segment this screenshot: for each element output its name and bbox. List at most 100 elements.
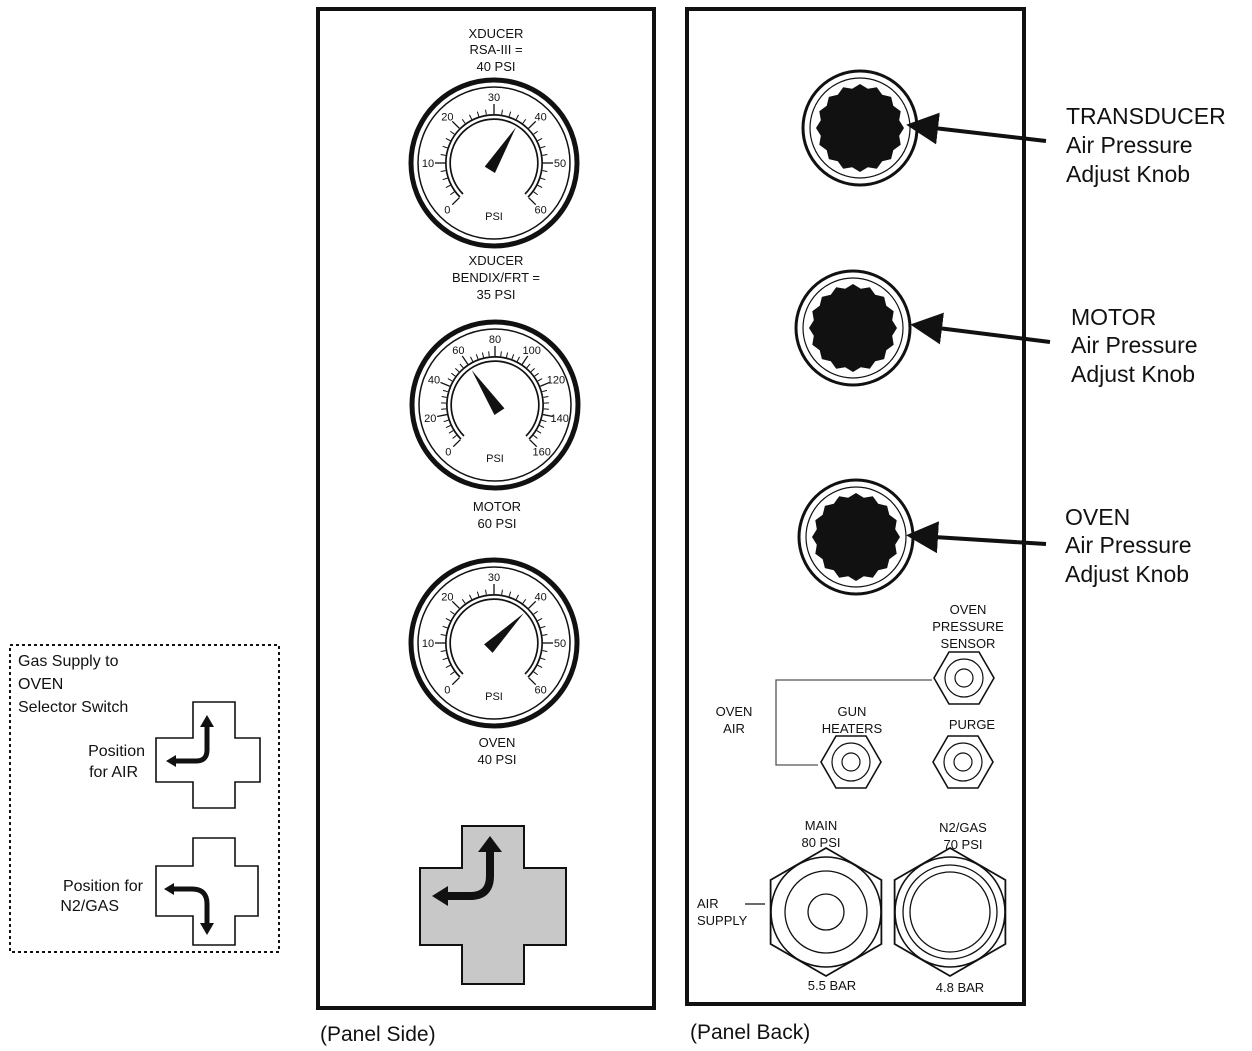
gun-heaters-label-1: GUN xyxy=(838,704,867,719)
gauge-minor-tick xyxy=(516,356,520,362)
air-supply-label-1: AIR xyxy=(697,896,719,911)
gauge-minor-tick xyxy=(443,419,449,423)
gauge-minor-tick xyxy=(440,154,446,156)
oven-knob-line2: Adjust Knob xyxy=(1065,561,1189,587)
purge-fitting xyxy=(932,735,994,789)
gauge-major-tick xyxy=(440,381,450,387)
gauge-tick-label: 160 xyxy=(532,447,550,459)
gauge-minor-tick xyxy=(485,109,487,115)
gauge-major-tick xyxy=(451,120,460,129)
fitting-bore xyxy=(953,752,973,772)
gauge-minor-tick xyxy=(447,378,453,382)
n2-position-label-1: Position for xyxy=(63,878,144,895)
gauge-scale-arc-inner xyxy=(447,357,543,439)
supply-fitting-hex xyxy=(893,846,1007,978)
motor-adjust-knob[interactable] xyxy=(794,269,912,387)
fitting-ring xyxy=(944,658,984,698)
gauge-major-tick xyxy=(528,600,537,609)
gauge1-label-line2: RSA-III = xyxy=(469,42,522,57)
oven-adjust-knob[interactable] xyxy=(797,478,915,596)
knob-grip xyxy=(816,84,904,172)
legend-title-line2: OVEN xyxy=(18,676,63,693)
fitting-bore xyxy=(841,752,861,772)
gauge-minor-tick xyxy=(440,634,446,636)
gauge2-label-below-line2: 60 PSI xyxy=(477,516,516,531)
gauge-major-tick xyxy=(529,439,538,448)
panel-side-caption: (Panel Side) xyxy=(320,1023,436,1046)
gauge2-label-above-line1: XDUCER xyxy=(469,253,524,268)
gauge-minor-tick xyxy=(508,111,512,117)
gauge-minor-tick xyxy=(440,650,446,652)
gauge-minor-tick xyxy=(445,618,451,622)
oven-pressure-sensor-label-1: OVEN xyxy=(950,602,987,617)
main-bar-label: 5.5 BAR xyxy=(808,978,856,993)
gauge-minor-tick xyxy=(540,657,546,661)
n2gas-supply-label-2: 70 PSI xyxy=(943,837,982,852)
gauge-minor-tick xyxy=(537,378,543,382)
gauge-minor-tick xyxy=(469,594,473,600)
oven-knob-name: OVEN xyxy=(1065,504,1130,530)
gauge-minor-tick xyxy=(451,372,456,377)
gauge-minor-tick xyxy=(540,145,546,149)
gauge-minor-tick xyxy=(442,657,448,661)
gauge-major-tick xyxy=(521,355,529,365)
gauge-tick-label: 20 xyxy=(441,111,453,123)
transducer-knob-name: TRANSDUCER xyxy=(1066,103,1226,129)
supply-fitting-bore xyxy=(807,893,845,931)
gauge-minor-tick xyxy=(533,191,538,196)
gauge-minor-tick xyxy=(543,396,549,398)
gauge-minor-tick xyxy=(536,430,542,434)
legend-title-line3: Selector Switch xyxy=(18,699,128,716)
gauge-major-tick xyxy=(451,600,460,609)
gauge-minor-tick xyxy=(533,671,538,676)
gauge-minor-tick xyxy=(450,610,455,615)
gauge-minor-tick xyxy=(475,354,479,360)
switch-arrow-icon xyxy=(444,850,494,900)
gauge-tick-label: 140 xyxy=(551,413,569,425)
oven-gas-selector-switch[interactable] xyxy=(419,825,567,985)
gauge-minor-tick xyxy=(461,599,466,604)
gauge-tick-label: 20 xyxy=(424,413,436,425)
air-position-switch-icon xyxy=(155,701,261,809)
transducer-callout-arrow xyxy=(906,112,1047,145)
gauge-major-tick xyxy=(451,677,460,686)
motor-knob-name: MOTOR xyxy=(1071,304,1156,330)
gauge-major-tick xyxy=(452,439,461,448)
gauge-tick-label: 10 xyxy=(422,158,434,170)
n2gas-bar-label: 4.8 BAR xyxy=(936,980,984,995)
gun-heaters-fitting xyxy=(820,735,882,789)
supply-fitting-inner-ring xyxy=(784,870,868,954)
main-air-supply-fitting xyxy=(769,846,883,978)
gauge-tick-label: 60 xyxy=(535,685,547,697)
panel-side-frame xyxy=(316,7,656,1010)
gauge-minor-tick xyxy=(445,184,451,188)
panel-back-frame xyxy=(685,7,1026,1006)
gauge-minor-tick xyxy=(450,671,455,676)
gauge-tick-label: 0 xyxy=(445,447,451,459)
fitting-hex xyxy=(820,735,882,789)
gauge-minor-tick xyxy=(485,589,487,595)
gauge1-label-line1: XDUCER xyxy=(469,26,524,41)
gauge-minor-tick xyxy=(540,625,546,629)
gauge-minor-tick xyxy=(450,191,455,196)
gauge-minor-tick xyxy=(542,154,548,156)
gauge-minor-tick xyxy=(450,130,455,135)
gauge2-label-above-line2: BENDIX/FRT = xyxy=(452,270,540,285)
oven-air-label-2: AIR xyxy=(723,721,745,736)
transducer-adjust-knob[interactable] xyxy=(801,69,919,187)
gauge-minor-tick xyxy=(539,425,545,429)
oven-pressure-sensor-label-2: PRESSURE xyxy=(932,619,1004,634)
gauge-minor-tick xyxy=(481,352,485,358)
gauge-minor-tick xyxy=(469,114,473,120)
gauge-minor-tick xyxy=(526,363,531,369)
supply-fitting-ring xyxy=(770,856,882,968)
gauge-minor-tick xyxy=(542,389,548,393)
fitting-hex xyxy=(932,735,994,789)
gauge-minor-tick xyxy=(500,351,502,357)
gauge-minor-tick xyxy=(501,589,503,595)
gauge-minor-tick xyxy=(501,109,503,115)
air-supply-label-2: SUPPLY xyxy=(697,913,748,928)
gauge-minor-tick xyxy=(533,130,538,135)
